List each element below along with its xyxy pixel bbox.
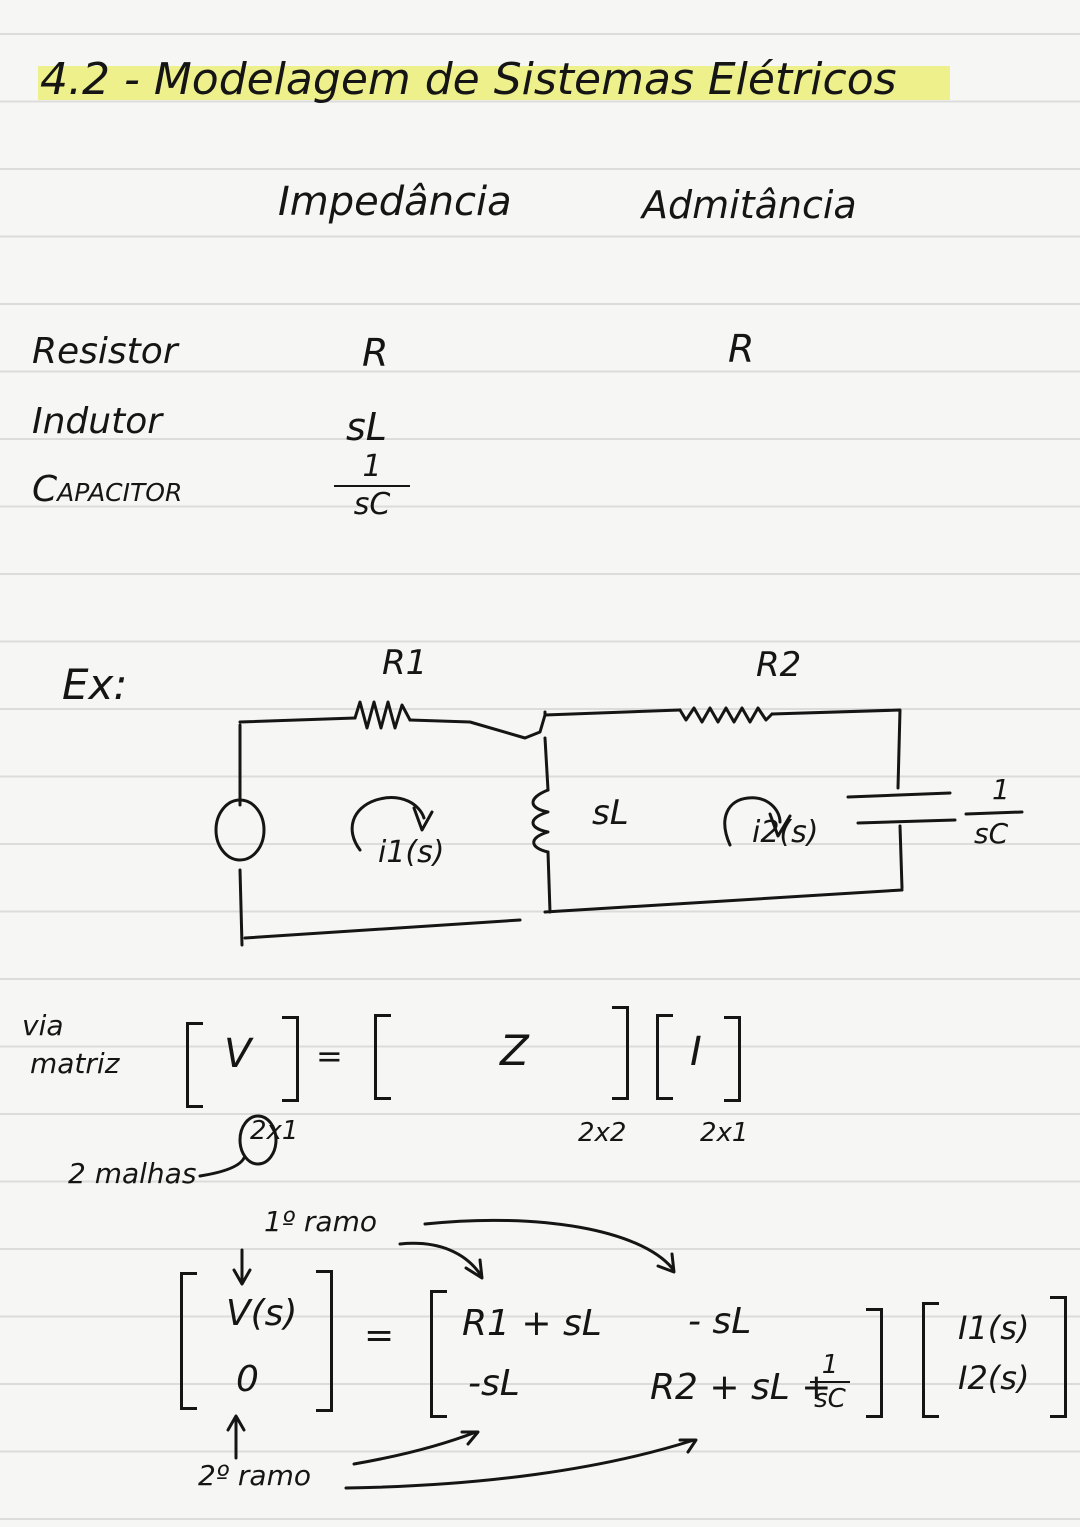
r1-label: R1 xyxy=(382,643,428,683)
impedance-header: Impedância xyxy=(278,179,512,225)
arrow-ramo1-down xyxy=(232,1248,252,1286)
mesh-current-i1: i1(s) xyxy=(378,835,445,870)
dimension-circle xyxy=(238,1114,278,1166)
z-bracket-right xyxy=(612,1006,629,1100)
z21: -sL xyxy=(468,1363,520,1404)
v-bracket-left xyxy=(186,1022,203,1108)
row-label-inductor: Indutor xyxy=(32,401,163,442)
mesh-current-i2: i2(s) xyxy=(752,815,819,850)
row-label-resistor: Resistor xyxy=(32,331,178,372)
rhs-i1: I1(s) xyxy=(958,1309,1030,1347)
admittance-header: Admitância xyxy=(642,183,857,227)
z-matrix-bracket-right xyxy=(866,1308,883,1418)
v-symbol: V xyxy=(224,1031,252,1077)
z22-prefix: R2 + sL + xyxy=(650,1367,832,1408)
z-symbol: Z xyxy=(500,1026,529,1075)
resistor-impedance: R xyxy=(362,331,389,375)
z22-bar xyxy=(810,1381,850,1383)
ramo1-label: 1º ramo xyxy=(264,1205,377,1238)
capacitor-num-label: 1 xyxy=(992,773,1010,806)
rhs-i2: I2(s) xyxy=(958,1359,1030,1397)
lhs-v: V(s) xyxy=(226,1293,298,1334)
title-highlight xyxy=(38,66,950,100)
i-dimension: 2x1 xyxy=(700,1118,749,1148)
lhs-bracket-left xyxy=(180,1272,197,1410)
inductor-label: sL xyxy=(592,793,629,833)
rhs-bracket-left xyxy=(922,1302,939,1418)
z11: R1 + sL xyxy=(462,1303,602,1344)
z22-num: 1 xyxy=(821,1350,839,1380)
arrow-ramo1-to-z11 xyxy=(398,1241,484,1280)
malhas-note: 2 malhas xyxy=(68,1157,197,1190)
inductor-impedance: sL xyxy=(346,405,387,449)
arrow-ramo2-to-z21 xyxy=(352,1430,480,1466)
system-equals: = xyxy=(364,1315,395,1356)
via-label: via xyxy=(22,1009,64,1042)
arrow-ramo2-to-z22 xyxy=(344,1438,698,1490)
z12: - sL xyxy=(688,1301,752,1342)
page-title: 4.2 - Modelagem de Sistemas Elétricos xyxy=(40,54,897,105)
resistor-admittance: R xyxy=(728,327,755,371)
capacitor-den-label: sC xyxy=(974,817,1009,850)
i-symbol: I xyxy=(690,1029,702,1075)
z22-fraction: 1 sC xyxy=(810,1352,850,1412)
lhs-bracket-right xyxy=(316,1270,333,1412)
z22-den: sC xyxy=(814,1384,846,1414)
matriz-label: matriz xyxy=(30,1047,120,1080)
z-bracket-left xyxy=(374,1014,391,1100)
capacitor-impedance: 1 sC xyxy=(334,452,410,520)
equals-sign: = xyxy=(316,1037,343,1075)
rhs-bracket-right xyxy=(1050,1296,1067,1418)
capacitor-impedance-num: 1 xyxy=(362,449,382,484)
example-label: Ex: xyxy=(62,660,128,709)
z-matrix-bracket-left xyxy=(430,1290,447,1418)
arrow-ramo1-to-z12 xyxy=(423,1218,676,1274)
lhs-zero: 0 xyxy=(236,1359,259,1400)
malhas-link xyxy=(198,1156,246,1178)
fraction-bar xyxy=(334,485,410,487)
row-label-capacitor: Capacitor xyxy=(32,469,183,510)
z-dimension: 2x2 xyxy=(578,1118,627,1148)
v-bracket-right xyxy=(282,1016,299,1102)
arrow-ramo2-up xyxy=(226,1414,246,1460)
capacitor-impedance-den: sC xyxy=(353,487,391,522)
i-bracket-right xyxy=(724,1016,741,1102)
ramo2-label: 2º ramo xyxy=(198,1459,311,1492)
i-bracket-left xyxy=(656,1014,673,1100)
r2-label: R2 xyxy=(756,645,802,685)
